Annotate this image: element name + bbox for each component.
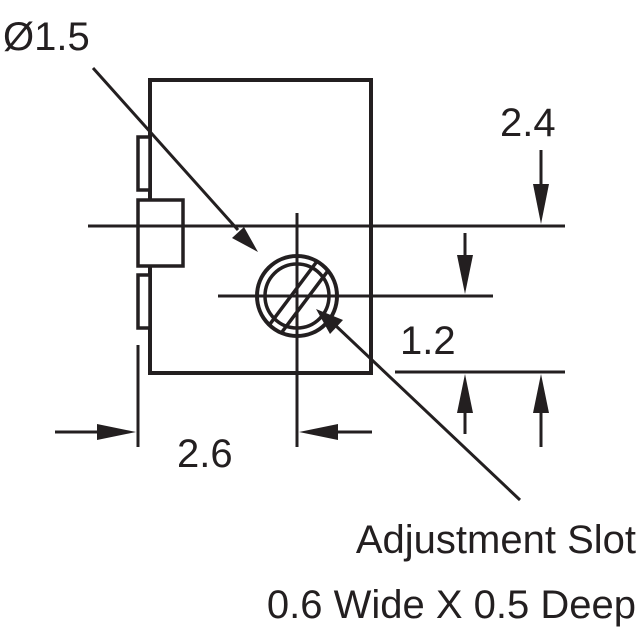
offset-top-label: 2.4 — [500, 101, 556, 145]
terminal-middle — [136, 198, 185, 268]
dimension-arrow-1-2-bottom-right — [533, 374, 549, 447]
slot-leader-arrow — [316, 309, 522, 502]
note-line-1: Adjustment Slot — [356, 518, 636, 562]
terminal-lower — [136, 273, 152, 330]
diameter-leader-arrow — [91, 66, 258, 252]
note-line-2: 0.6 Wide X 0.5 Deep — [267, 583, 636, 627]
dimension-arrow-1-2-bottom-left — [457, 374, 473, 434]
dimension-arrow-2-6-left — [55, 424, 136, 440]
dimension-arrow-2-6-right — [299, 424, 372, 440]
diameter-label: Ø1.5 — [3, 15, 90, 59]
offset-vertical-label: 1.2 — [400, 319, 456, 363]
dimension-arrow-2-4 — [533, 150, 549, 224]
offset-horizontal-label: 2.6 — [177, 432, 233, 476]
dimension-arrow-1-2-top — [457, 233, 473, 294]
terminal-upper — [136, 135, 152, 192]
